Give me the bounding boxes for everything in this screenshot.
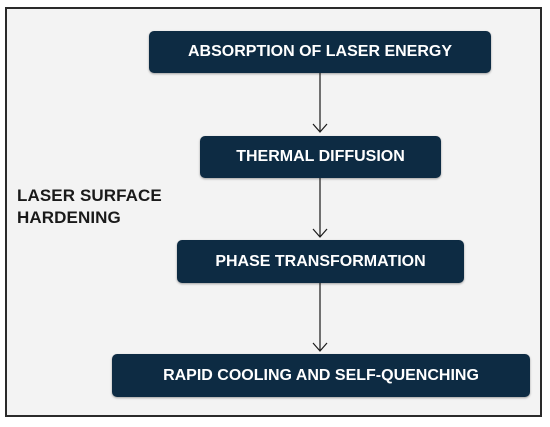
step-box-absorption: ABSORPTION OF LASER ENERGY	[149, 31, 491, 73]
step-label-phase-transformation: PHASE TRANSFORMATION	[215, 252, 426, 270]
step-box-thermal-diffusion: THERMAL DIFFUSION	[200, 136, 441, 178]
step-box-rapid-cooling: RAPID COOLING AND SELF-QUENCHING	[112, 354, 530, 397]
diagram-title: LASER SURFACE HARDENING	[17, 186, 162, 227]
diagram-frame	[5, 7, 542, 417]
step-label-absorption: ABSORPTION OF LASER ENERGY	[187, 43, 453, 60]
step-label-thermal-diffusion: THERMAL DIFFUSION	[236, 148, 405, 165]
step-box-phase-transformation: PHASE TRANSFORMATION	[177, 240, 464, 283]
step-label-rapid-cooling: RAPID COOLING AND SELF-QUENCHING	[163, 366, 479, 384]
